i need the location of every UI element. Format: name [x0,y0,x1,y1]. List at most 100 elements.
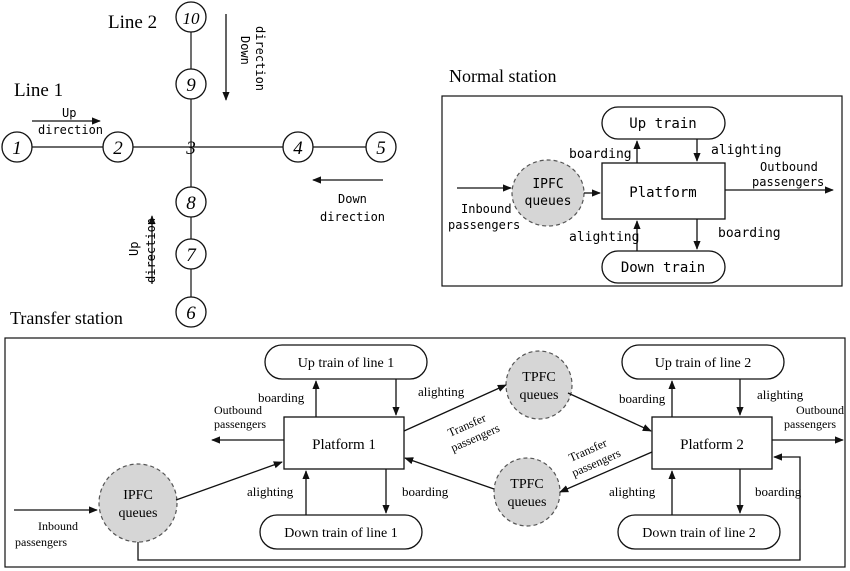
platform-2 [651,416,773,470]
line2-label: Line 2 [108,12,157,33]
transfer-station-panel: Transfer station Up train of line 1 Down… [4,308,846,568]
normal-ipfc-line1: IPFC [532,177,563,192]
normal-station-title: Normal station [449,66,556,86]
transfer-ipfc-line1: IPFC [123,488,153,503]
down-train-line2 [617,514,781,550]
line2-down-direction-text: direction [253,26,267,91]
station-9-circle [175,68,207,100]
normal-inbound-line2: passengers [448,218,520,232]
station-1-circle [1,131,33,163]
tpfc-top-line2: queues [520,388,559,403]
station-5-label: 5 [376,138,386,159]
line2-down-text: Down [238,36,252,65]
normal-station-frame [441,95,843,287]
station-8-circle [175,186,207,218]
normal-down-train [601,250,726,284]
p2-outbound-line1: Outbound [796,403,844,417]
normal-down-train-label: Down train [621,260,705,276]
station-1-label: 1 [12,138,22,159]
normal-boarding-down-label: boarding [718,226,781,241]
line1-label: Line 1 [14,80,63,101]
station-6: 6 [175,296,207,328]
normal-ipfc-queue [511,159,585,227]
down-train-line2-label: Down train of line 2 [642,526,756,541]
down-train-line1 [259,514,423,550]
p1-boarding-down-label: boarding [402,484,449,499]
platform-1 [283,416,405,470]
transfer-ipfc-queue [98,463,178,543]
p2-alighting-up-label: alighting [757,387,804,402]
normal-up-train [601,106,726,140]
up-train-line2 [621,344,785,380]
transfer-ipfc-line2: queues [119,506,158,521]
station-9: 9 [175,68,207,100]
transfer-station-frame [4,337,846,568]
station-7-label: 7 [186,245,197,266]
p2-outbound-line2: passengers [784,417,836,431]
tpfc-top-line1: TPFC [522,370,555,385]
station-3: 3 [185,138,196,159]
line1-up-direction-text: direction [38,123,103,137]
platform-1-label: Platform 1 [312,437,376,453]
up-train-line1-label: Up train of line 1 [298,356,394,371]
station-10-label: 10 [183,9,201,28]
down-train-line1-label: Down train of line 1 [284,526,398,541]
station-10: 10 [175,1,207,33]
tpfc-bottom-line1: TPFC [510,477,543,492]
normal-inbound-line1: Inbound [461,202,512,216]
station-7-circle [175,238,207,270]
inbound-line2: passengers [15,535,67,549]
normal-alighting-down-label: alighting [569,230,639,245]
p1-outbound-line2: passengers [214,417,266,431]
normal-alighting-up-label: alighting [711,143,781,158]
station-7: 7 [175,238,207,270]
normal-outbound-line1: Outbound [760,160,818,174]
platform-2-label: Platform 2 [680,437,744,453]
transfer-station-title: Transfer station [10,308,123,328]
network-map: Line 1 Line 2 1 2 3 4 5 6 7 [1,1,397,328]
p2-boarding-down-label: boarding [755,484,802,499]
p1-boarding-up-label: boarding [258,390,305,405]
station-9-label: 9 [186,75,196,96]
p1-to-tpfc-top-arrow [403,384,507,432]
station-8-label: 8 [186,193,196,214]
normal-up-train-label: Up train [629,116,696,132]
p1-alighting-down-label: alighting [247,484,294,499]
tpfc-queue-bottom [493,457,561,527]
inbound-line1: Inbound [38,519,78,533]
station-4-circle [282,131,314,163]
line2-up-text: Up [127,242,141,256]
tpfc-bottom-line2: queues [508,495,547,510]
line1-down-text: Down [338,192,367,206]
ipfc-to-p2-connector [137,453,801,561]
station-4: 4 [282,131,314,163]
normal-outbound-line2: passengers [752,175,824,189]
normal-station-panel: Normal station Up train Down train Platf… [441,66,843,287]
normal-platform-label: Platform [629,185,696,201]
line1-up-text: Up [62,106,76,120]
up-train-line1 [264,344,428,380]
p2-boarding-up-label: boarding [619,391,666,406]
ipfc-to-p1-arrow [175,461,283,501]
tpfc-bottom-to-p1-arrow [404,457,495,490]
station-2-circle [102,131,134,163]
station-4-label: 4 [293,138,303,159]
station-3-label: 3 [185,138,196,159]
normal-ipfc-line2: queues [525,194,572,209]
normal-platform [601,162,726,220]
station-2-label: 2 [113,138,123,159]
p2-to-tpfc-bottom-arrow [559,451,653,493]
line1-down-direction-text: direction [320,210,385,224]
up-train-line2-label: Up train of line 2 [655,356,751,371]
station-2: 2 [102,131,134,163]
station-1: 1 [1,131,33,163]
station-5-circle [365,131,397,163]
station-6-label: 6 [186,303,196,324]
station-10-circle [175,1,207,33]
normal-boarding-up-label: boarding [569,147,632,162]
station-8: 8 [175,186,207,218]
tpfc-top-to-p2-arrow [567,392,652,432]
station-6-circle [175,296,207,328]
p1-outbound-line1: Outbound [214,403,262,417]
